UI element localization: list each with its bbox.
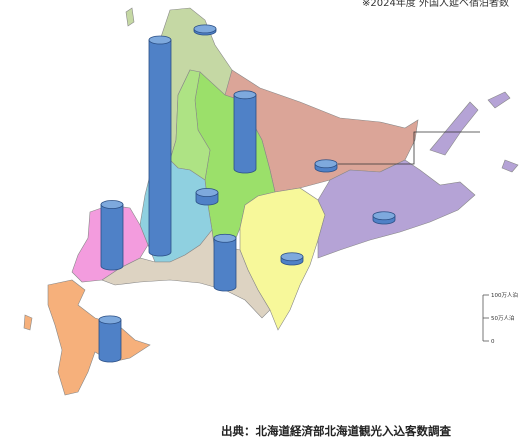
- cylinder-top: [100, 200, 124, 209]
- cylinder-tokachi[interactable]: [280, 252, 304, 266]
- cylinder-layer: [98, 24, 396, 363]
- region-kushiro-nemuro[interactable]: [317, 159, 476, 259]
- cylinder-okhotsk[interactable]: [314, 159, 338, 173]
- cylinder-top: [233, 90, 257, 100]
- island-okushiri: [23, 314, 33, 331]
- cylinder-top: [98, 315, 122, 325]
- scale-tick-100: 100万人泊: [491, 291, 518, 299]
- cylinder-kushiro-nemuro[interactable]: [372, 211, 396, 225]
- scale-tick-0: 0: [491, 339, 495, 345]
- scale-tick-50: 50万人泊: [491, 314, 515, 322]
- cylinder-body: [98, 319, 122, 363]
- cylinder-top: [213, 233, 237, 243]
- cylinder-body: [213, 237, 237, 292]
- cylinder-top: [148, 35, 172, 45]
- island-kunashiri: [429, 101, 479, 156]
- island-shikotan: [501, 159, 519, 173]
- cylinder-top: [372, 211, 396, 221]
- cylinder-top: [193, 24, 217, 34]
- cylinder-top: [195, 188, 219, 197]
- cylinder-body: [148, 39, 172, 257]
- leader-line-okhotsk: [338, 131, 480, 165]
- cylinder-iburi[interactable]: [213, 233, 237, 292]
- cylinder-shiribeshi[interactable]: [148, 35, 172, 257]
- island-etorofu: [487, 91, 511, 109]
- island-rishiri: [125, 7, 135, 27]
- scale-bar: 100万人泊 50万人泊 0: [482, 291, 518, 345]
- cylinder-top: [314, 159, 338, 169]
- cylinder-body: [100, 204, 124, 271]
- cylinder-donan[interactable]: [98, 315, 122, 363]
- data-note: ※2024年度 外国人延べ宿泊者数: [361, 0, 509, 9]
- source-citation: 出典：北海道経済部北海道観光入込客数調査: [221, 424, 451, 438]
- cylinder-soya[interactable]: [193, 24, 217, 36]
- cylinder-kamikawa[interactable]: [233, 90, 257, 174]
- cylinder-body: [233, 94, 257, 174]
- cylinder-top: [280, 252, 304, 262]
- cylinder-west[interactable]: [100, 200, 124, 271]
- cylinder-sorachi[interactable]: [195, 188, 219, 206]
